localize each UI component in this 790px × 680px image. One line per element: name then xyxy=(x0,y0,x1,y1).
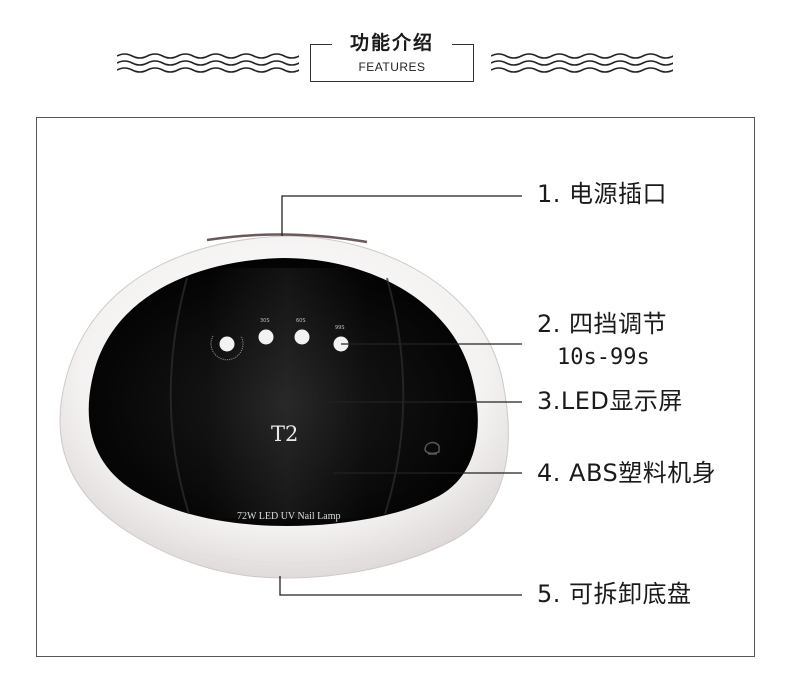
power-button[interactable] xyxy=(219,336,235,352)
wavy-lines-icon xyxy=(491,53,673,73)
timer-tag: 60S xyxy=(296,318,306,324)
lamp-model-label: T2 xyxy=(271,422,299,446)
callout-timer-range: 10s-99s xyxy=(557,345,650,370)
callout-line-power xyxy=(281,195,522,236)
callout-removable-base: 5. 可拆卸底盘 xyxy=(537,580,692,608)
callout-abs-body: 4. ABS塑料机身 xyxy=(537,459,717,487)
hand-icon xyxy=(424,441,440,455)
callout-timer-settings: 2. 四挡调节 xyxy=(537,310,668,338)
timer-30s-button[interactable] xyxy=(258,329,274,345)
callout-led-display: 3.LED显示屏 xyxy=(537,387,683,415)
wavy-lines-icon xyxy=(117,53,299,73)
features-header: 功能介绍 FEATURES xyxy=(0,0,790,100)
callout-line-base xyxy=(279,576,522,596)
title-box xyxy=(310,44,474,82)
callout-power-socket: 1. 电源插口 xyxy=(537,180,668,208)
timer-60s-button[interactable] xyxy=(294,329,310,345)
product-frame: T2 72W LED UV Nail Lamp 30S 60S 99S 1. 电… xyxy=(36,117,755,657)
page-subtitle: FEATURES xyxy=(358,60,426,74)
page-title: 功能介绍 xyxy=(349,32,434,54)
timer-tag: 99S xyxy=(335,325,345,331)
lamp-spec-label: 72W LED UV Nail Lamp xyxy=(237,511,341,522)
timer-tag: 30S xyxy=(260,318,270,324)
nail-lamp-image xyxy=(59,195,522,596)
